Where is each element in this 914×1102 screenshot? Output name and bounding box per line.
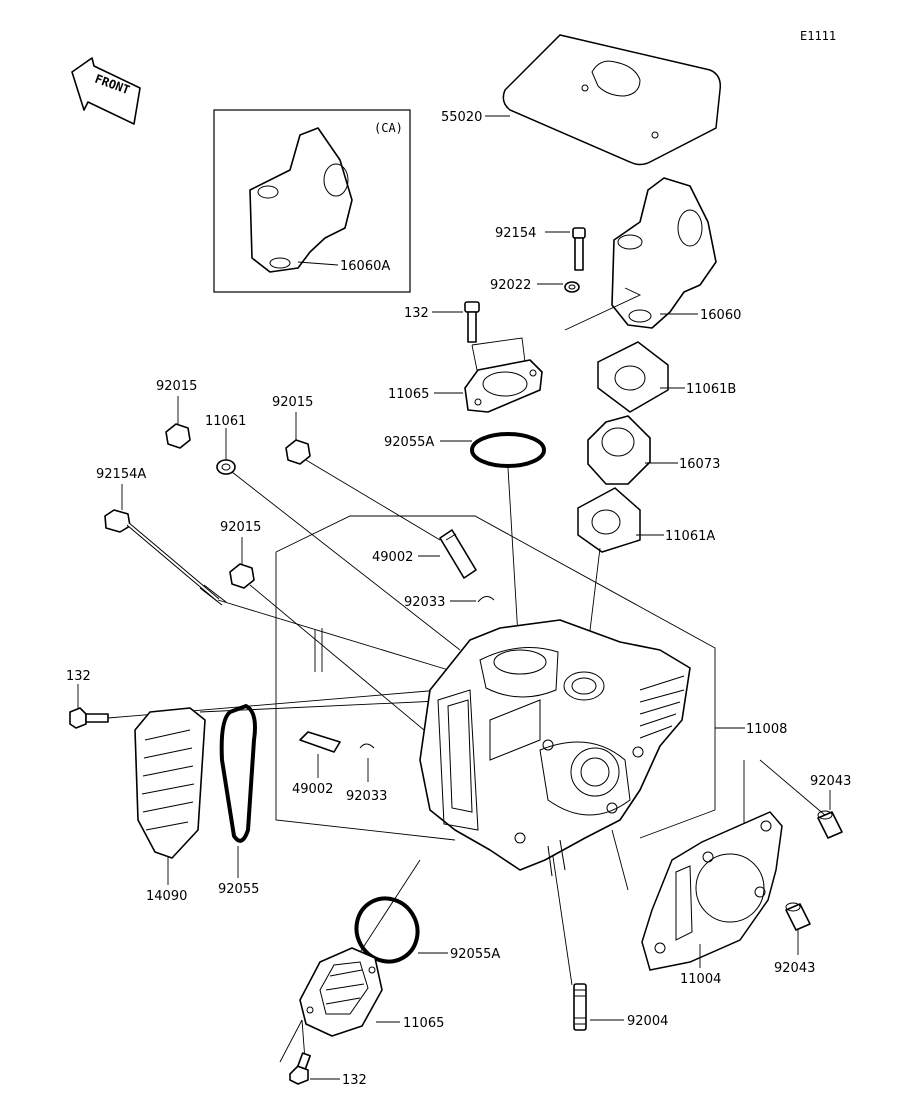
insulator-16073: 16073 bbox=[587, 415, 720, 485]
nut-92015-a: 92015 bbox=[156, 379, 197, 449]
label-92033-top: 92033 bbox=[404, 595, 445, 610]
label-92004: 92004 bbox=[627, 1014, 668, 1029]
label-11008: 11008 bbox=[746, 722, 787, 737]
label-92055A-bottom: 92055A bbox=[450, 947, 500, 962]
label-49002-top: 49002 bbox=[372, 550, 413, 565]
clip-92033-top: 92033 bbox=[404, 595, 495, 610]
label-92043-top: 92043 bbox=[810, 774, 851, 789]
label-92015-c: 92015 bbox=[220, 520, 261, 535]
thermostat-cover-11065-bottom: 11065 bbox=[299, 947, 444, 1037]
label-92154: 92154 bbox=[495, 226, 536, 241]
label-55020: 55020 bbox=[441, 110, 482, 125]
label-92033-bottom: 92033 bbox=[346, 789, 387, 804]
washer-11061: 11061 bbox=[205, 414, 246, 475]
intake-manifold-ca-part bbox=[249, 127, 353, 273]
diagram-code: E1111 bbox=[800, 29, 836, 43]
label-16073: 16073 bbox=[679, 457, 720, 472]
thermostat-cover-11065-top: 11065 bbox=[388, 337, 543, 413]
stud-92004: 92004 bbox=[573, 983, 668, 1031]
stud-bolt-92154A: 92154A bbox=[96, 467, 227, 606]
label-49002-bottom: 49002 bbox=[292, 782, 333, 797]
head-cover-14090: 14090 bbox=[134, 707, 206, 904]
inset-ca: (CA) 16060A bbox=[213, 109, 411, 293]
head-gasket-11004: 11004 bbox=[641, 811, 783, 987]
label-92015-a: 92015 bbox=[156, 379, 197, 394]
gasket-11061B: 11061B bbox=[597, 341, 736, 413]
dowel-92043-bottom: 92043 bbox=[774, 902, 815, 976]
bolt-132-left: 132 bbox=[66, 669, 109, 729]
label-11061B: 11061B bbox=[686, 382, 736, 397]
clip-92033-bottom: 92033 bbox=[346, 743, 387, 804]
cylinder-head-11008: 11008 bbox=[419, 619, 787, 877]
bolt-92154: 92154 bbox=[495, 226, 586, 271]
label-132-bottom: 132 bbox=[342, 1073, 367, 1088]
label-11065-top: 11065 bbox=[388, 387, 429, 402]
label-92043-bottom: 92043 bbox=[774, 961, 815, 976]
bolt-132-bottom: 132 bbox=[279, 1019, 367, 1088]
intake-manifold-16060: 16060 bbox=[611, 177, 741, 329]
lifter-49002-bottom: 49002 bbox=[292, 731, 341, 797]
label-92022: 92022 bbox=[490, 278, 531, 293]
label-14090: 14090 bbox=[146, 889, 187, 904]
label-132-top: 132 bbox=[404, 306, 429, 321]
label-92154A: 92154A bbox=[96, 467, 146, 482]
label-92055A-top: 92055A bbox=[384, 435, 434, 450]
oring-92055A-bottom: 92055A bbox=[354, 896, 500, 964]
label-16060: 16060 bbox=[700, 308, 741, 323]
gasket-55020: 55020 bbox=[441, 34, 722, 166]
washer-92022: 92022 bbox=[490, 278, 642, 331]
label-16060A: 16060A bbox=[340, 259, 390, 274]
bolt-132-top: 132 bbox=[404, 301, 480, 343]
label-92015-b: 92015 bbox=[272, 395, 313, 410]
inset-label: (CA) bbox=[374, 121, 403, 135]
label-11065-bottom: 11065 bbox=[403, 1016, 444, 1031]
nut-92015-b: 92015 bbox=[272, 395, 313, 465]
label-11004: 11004 bbox=[680, 972, 721, 987]
oring-92055: 92055 bbox=[218, 703, 259, 897]
label-11061A: 11061A bbox=[665, 529, 715, 544]
gasket-11061A: 11061A bbox=[577, 487, 715, 553]
front-arrow-icon: FRONT bbox=[71, 57, 141, 125]
label-92055: 92055 bbox=[218, 882, 259, 897]
oring-92055A-top: 92055A bbox=[384, 432, 546, 468]
dowel-92043-top: 92043 bbox=[810, 774, 851, 839]
label-132-left: 132 bbox=[66, 669, 91, 684]
nut-92015-c: 92015 bbox=[220, 520, 261, 589]
lifter-49002-top: 49002 bbox=[372, 529, 477, 579]
label-11061: 11061 bbox=[205, 414, 246, 429]
